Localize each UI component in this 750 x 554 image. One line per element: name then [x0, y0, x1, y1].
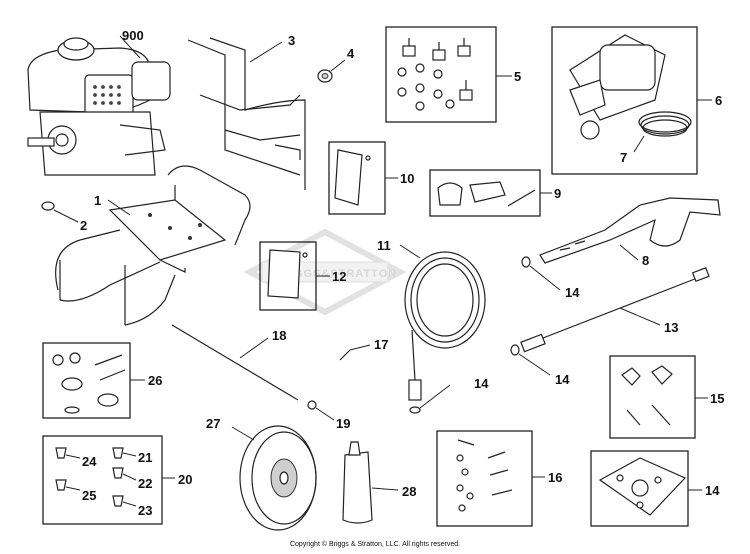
decal-box-12: 12 — [259, 241, 346, 311]
label-1: 1 — [94, 193, 101, 208]
kit-box-16: 16 — [436, 430, 562, 527]
pump-box: 7 6 — [551, 26, 722, 175]
nut-icons — [397, 63, 455, 111]
label-20: 20 — [178, 472, 192, 487]
label-14-wand: 14 — [555, 372, 570, 387]
hose-illustration: 11 — [377, 238, 486, 401]
hairpin-clip-illustration: 19 — [307, 400, 350, 431]
spray-gun-illustration: 8 — [539, 197, 721, 268]
foot-illustration: 2 — [41, 201, 87, 233]
label-28: 28 — [402, 484, 416, 499]
kit-box-15: 15 — [609, 355, 724, 439]
watermark-text: BRIGGS&STRATTON — [272, 268, 397, 280]
label-5: 5 — [514, 69, 521, 84]
label-9: 9 — [554, 186, 561, 201]
label-3: 3 — [288, 33, 295, 48]
label-6: 6 — [715, 93, 722, 108]
pin-illustration: 17 — [339, 337, 388, 361]
label-7: 7 — [620, 150, 627, 165]
mount-kit-box: 5 — [385, 26, 521, 123]
clip-box-9: 9 — [429, 169, 561, 217]
label-14-kit: 14 — [705, 483, 720, 498]
label-16: 16 — [548, 470, 562, 485]
bottle-illustration: 28 — [342, 441, 416, 524]
label-22: 22 — [138, 476, 152, 491]
frame-illustration: 1 — [55, 165, 251, 326]
label-25: 25 — [82, 488, 96, 503]
label-26: 26 — [148, 373, 162, 388]
label-13: 13 — [664, 320, 678, 335]
label-19: 19 — [336, 416, 350, 431]
label-15: 15 — [710, 391, 724, 406]
wheel-illustration: 27 — [206, 416, 317, 531]
label-10: 10 — [400, 171, 414, 186]
o-ring-hose: 14 — [409, 376, 489, 414]
o-ring-wand: 14 — [510, 344, 570, 387]
decal-box-10: 10 — [328, 141, 414, 215]
label-12: 12 — [332, 269, 346, 284]
label-4: 4 — [347, 46, 355, 61]
engine-illustration: 900 — [27, 28, 171, 176]
label-18: 18 — [272, 328, 286, 343]
grommet-illustration: 4 — [317, 46, 355, 83]
label-14-gun: 14 — [565, 285, 580, 300]
o-ring-gun: 14 — [521, 256, 580, 300]
label-24: 24 — [82, 454, 97, 469]
label-14-hose: 14 — [474, 376, 489, 391]
label-27: 27 — [206, 416, 220, 431]
label-17: 17 — [374, 337, 388, 352]
label-21: 21 — [138, 450, 152, 465]
axle-illustration: 18 — [171, 324, 299, 401]
mount-icons — [402, 38, 473, 101]
kit-box-26: 26 — [42, 342, 162, 419]
label-2: 2 — [80, 218, 87, 233]
kit-box-20: 24 21 22 25 23 20 — [42, 435, 192, 525]
label-8: 8 — [642, 253, 649, 268]
kit-box-14: 14 — [590, 450, 720, 527]
label-11: 11 — [377, 238, 391, 253]
handle-illustration: 3 — [187, 33, 306, 190]
label-900: 900 — [122, 28, 144, 43]
wand-illustration: 13 — [520, 267, 710, 353]
label-23: 23 — [138, 503, 152, 518]
copyright-notice: Copyright © Briggs & Stratton, LLC. All … — [289, 541, 461, 548]
